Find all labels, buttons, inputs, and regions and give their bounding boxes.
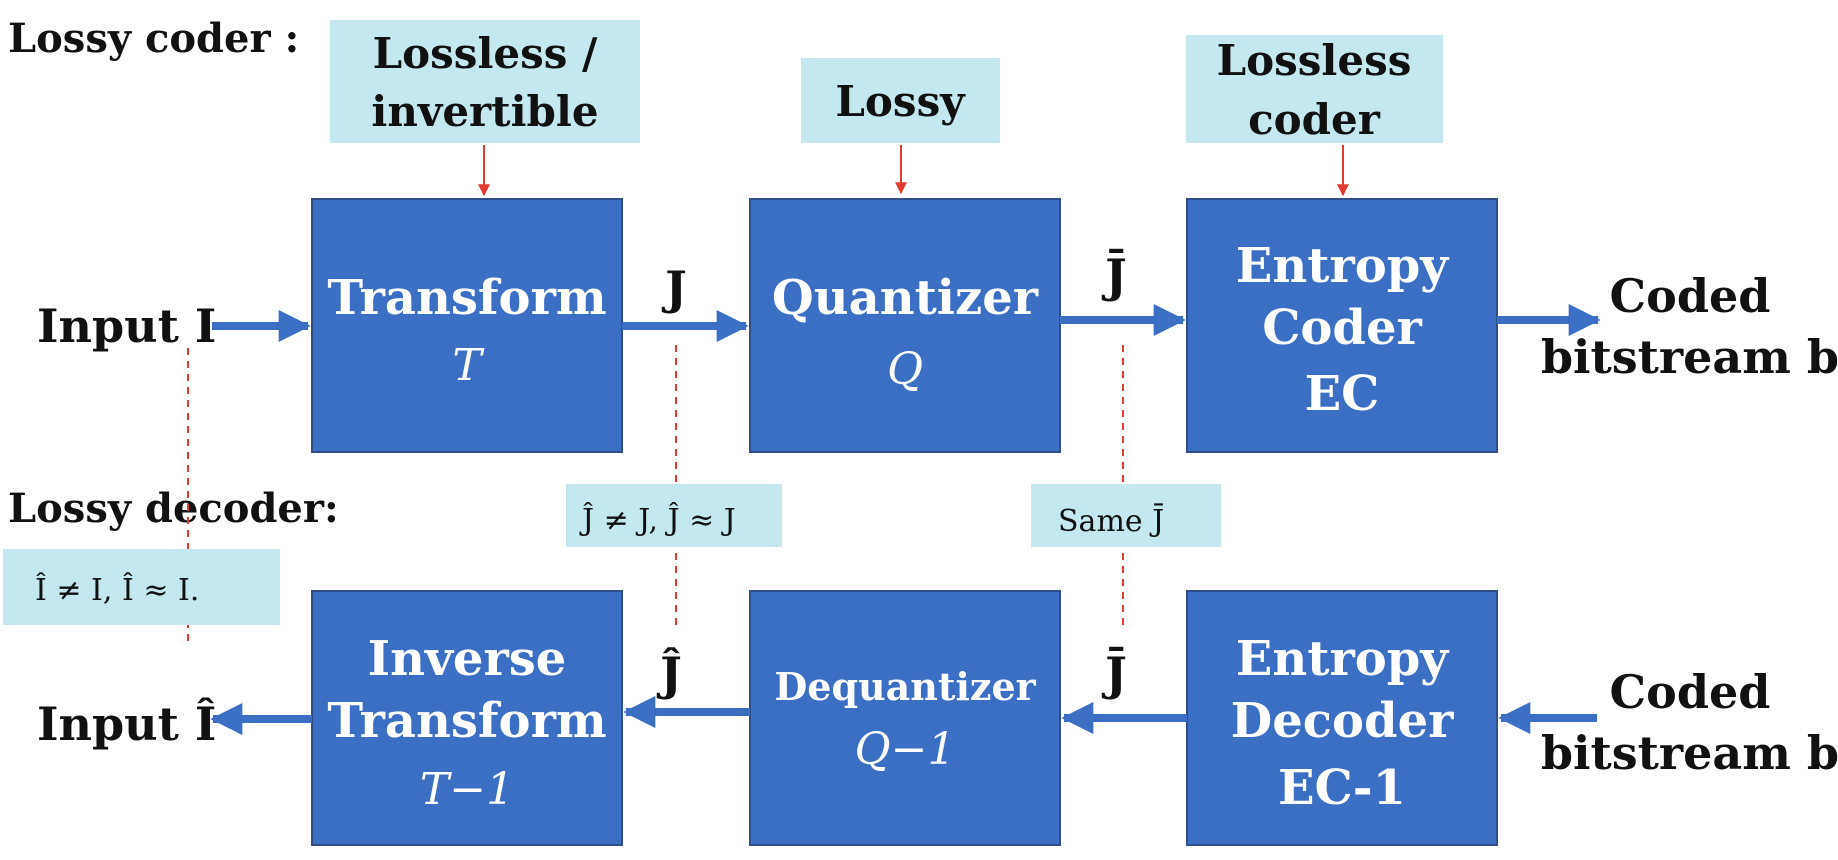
entropy-coder-block <box>1186 198 1498 453</box>
label-lossless-coder-line1: Lossless <box>1217 36 1412 85</box>
dequantizer-block <box>749 590 1061 846</box>
entropy-coder-line2: Coder <box>1262 300 1422 356</box>
coded-bitstream-bottom-line1: Coded <box>1610 665 1771 719</box>
lossy-coder-heading: Lossy coder : <box>8 15 299 62</box>
label-lossless-invertible-box <box>330 20 640 143</box>
label-lossless-coder-line2: coder <box>1248 95 1381 144</box>
dequantizer-block-label: Dequantizer <box>774 664 1036 709</box>
quantizer-block-symbol: Q <box>887 344 923 395</box>
signal-j: J <box>661 261 687 315</box>
coded-bitstream-top-line1: Coded <box>1610 269 1771 323</box>
j-relation-box <box>566 484 782 547</box>
inverse-transform-line2: Transform <box>327 693 606 749</box>
same-jbar-box <box>1031 484 1221 547</box>
inverse-transform-block <box>311 590 623 846</box>
i-relation-text: Î ≠ I, Î ≈ I. <box>35 572 199 608</box>
entropy-decoder-line3: EC-1 <box>1278 760 1406 816</box>
i-relation-box <box>3 549 280 625</box>
quantizer-block-label: Quantizer <box>772 270 1039 326</box>
label-lossless-invertible-line1: Lossless / <box>373 29 598 78</box>
entropy-coder-line1: Entropy <box>1236 238 1451 294</box>
transform-block-label: Transform <box>327 270 606 326</box>
entropy-coder-line3: EC <box>1305 366 1380 422</box>
transform-block <box>311 198 623 453</box>
label-lossless-invertible-line2: invertible <box>371 87 598 136</box>
inverse-transform-symbol: T−1 <box>420 764 514 815</box>
inverse-transform-line1: Inverse <box>368 631 567 687</box>
j-relation-text: Ĵ ≠ J, Ĵ ≈ J <box>579 502 736 538</box>
label-lossy: Lossy <box>835 77 966 126</box>
input-top-label: Input I <box>37 299 216 353</box>
entropy-decoder-line1: Entropy <box>1236 631 1451 687</box>
coded-bitstream-top-line2: bitstream b <box>1541 330 1838 384</box>
lossy-decoder-heading: Lossy decoder: <box>8 485 339 532</box>
same-jbar-text: Same J̄ <box>1058 503 1164 539</box>
entropy-decoder-block <box>1186 590 1498 846</box>
transform-block-symbol: T <box>452 340 485 391</box>
quantizer-block <box>749 198 1061 453</box>
label-lossless-coder-box <box>1186 35 1443 143</box>
entropy-decoder-line2: Decoder <box>1231 693 1455 749</box>
input-bottom-label: Input Î <box>37 696 216 751</box>
label-lossy-box <box>801 58 1000 143</box>
signal-jbar-top: J̄ <box>1101 248 1127 303</box>
signal-jbar-bottom: J̄ <box>1101 646 1127 701</box>
dequantizer-block-symbol: Q−1 <box>855 724 956 775</box>
coded-bitstream-bottom-line2: bitstream b <box>1541 726 1838 780</box>
signal-jhat: Ĵ <box>656 647 682 701</box>
